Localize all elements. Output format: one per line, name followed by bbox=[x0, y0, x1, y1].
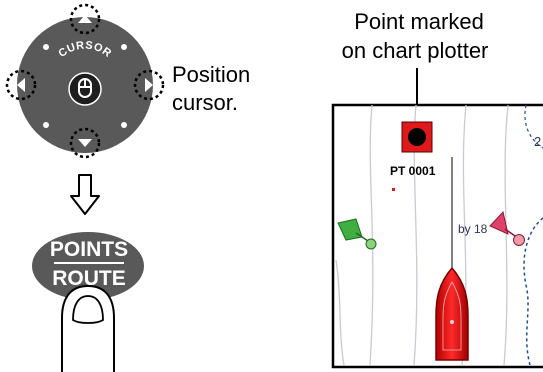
green-buoy-icon bbox=[337, 218, 377, 250]
cursor-right-button[interactable] bbox=[133, 69, 165, 101]
arrow-left-icon bbox=[17, 78, 25, 92]
point-label: PT 0001 bbox=[390, 164, 436, 178]
cursor-pad-dots bbox=[43, 44, 127, 128]
route-key-label: ROUTE bbox=[52, 267, 126, 290]
fingernail-icon bbox=[72, 295, 104, 324]
highlight-ring-left bbox=[5, 69, 37, 101]
highlight-ring-right bbox=[133, 69, 165, 101]
callout-line-2: on chart plotter bbox=[342, 38, 489, 63]
points-route-key-body[interactable] bbox=[32, 232, 144, 300]
callout-line-1: Point marked bbox=[354, 9, 484, 34]
instruction-line-1: Position bbox=[172, 62, 250, 87]
depth-contour-top bbox=[524, 105, 543, 149]
cursor-center-button[interactable] bbox=[68, 72, 102, 106]
finger-icon bbox=[61, 284, 115, 372]
cursor-pad[interactable]: CURSOR bbox=[5, 3, 165, 159]
step-down-arrow-icon bbox=[70, 174, 100, 215]
depth-contour bbox=[523, 217, 543, 365]
point-marker-icon[interactable] bbox=[401, 121, 433, 153]
highlight-ring-up bbox=[69, 3, 101, 35]
vessel-icon bbox=[435, 266, 469, 361]
instruction-line-2: cursor. bbox=[172, 90, 238, 115]
depth-label: 2 bbox=[534, 134, 541, 149]
red-buoy-icon bbox=[489, 210, 525, 246]
arrow-up-icon bbox=[78, 15, 92, 23]
points-route-key[interactable]: POINTS ROUTE bbox=[32, 232, 144, 300]
buoy-label: by 18 bbox=[458, 222, 488, 236]
small-marker bbox=[392, 188, 395, 191]
arrow-right-icon bbox=[145, 78, 153, 92]
chart-plotter[interactable]: 2 by 18 bbox=[331, 103, 543, 369]
cursor-down-button[interactable] bbox=[69, 127, 101, 159]
highlight-ring-down bbox=[69, 127, 101, 159]
arrow-down-icon bbox=[78, 139, 92, 147]
mouse-icon bbox=[78, 78, 92, 98]
cursor-left-button[interactable] bbox=[5, 69, 37, 101]
points-key-label: POINTS bbox=[50, 238, 128, 261]
cursor-up-button[interactable] bbox=[69, 3, 101, 35]
